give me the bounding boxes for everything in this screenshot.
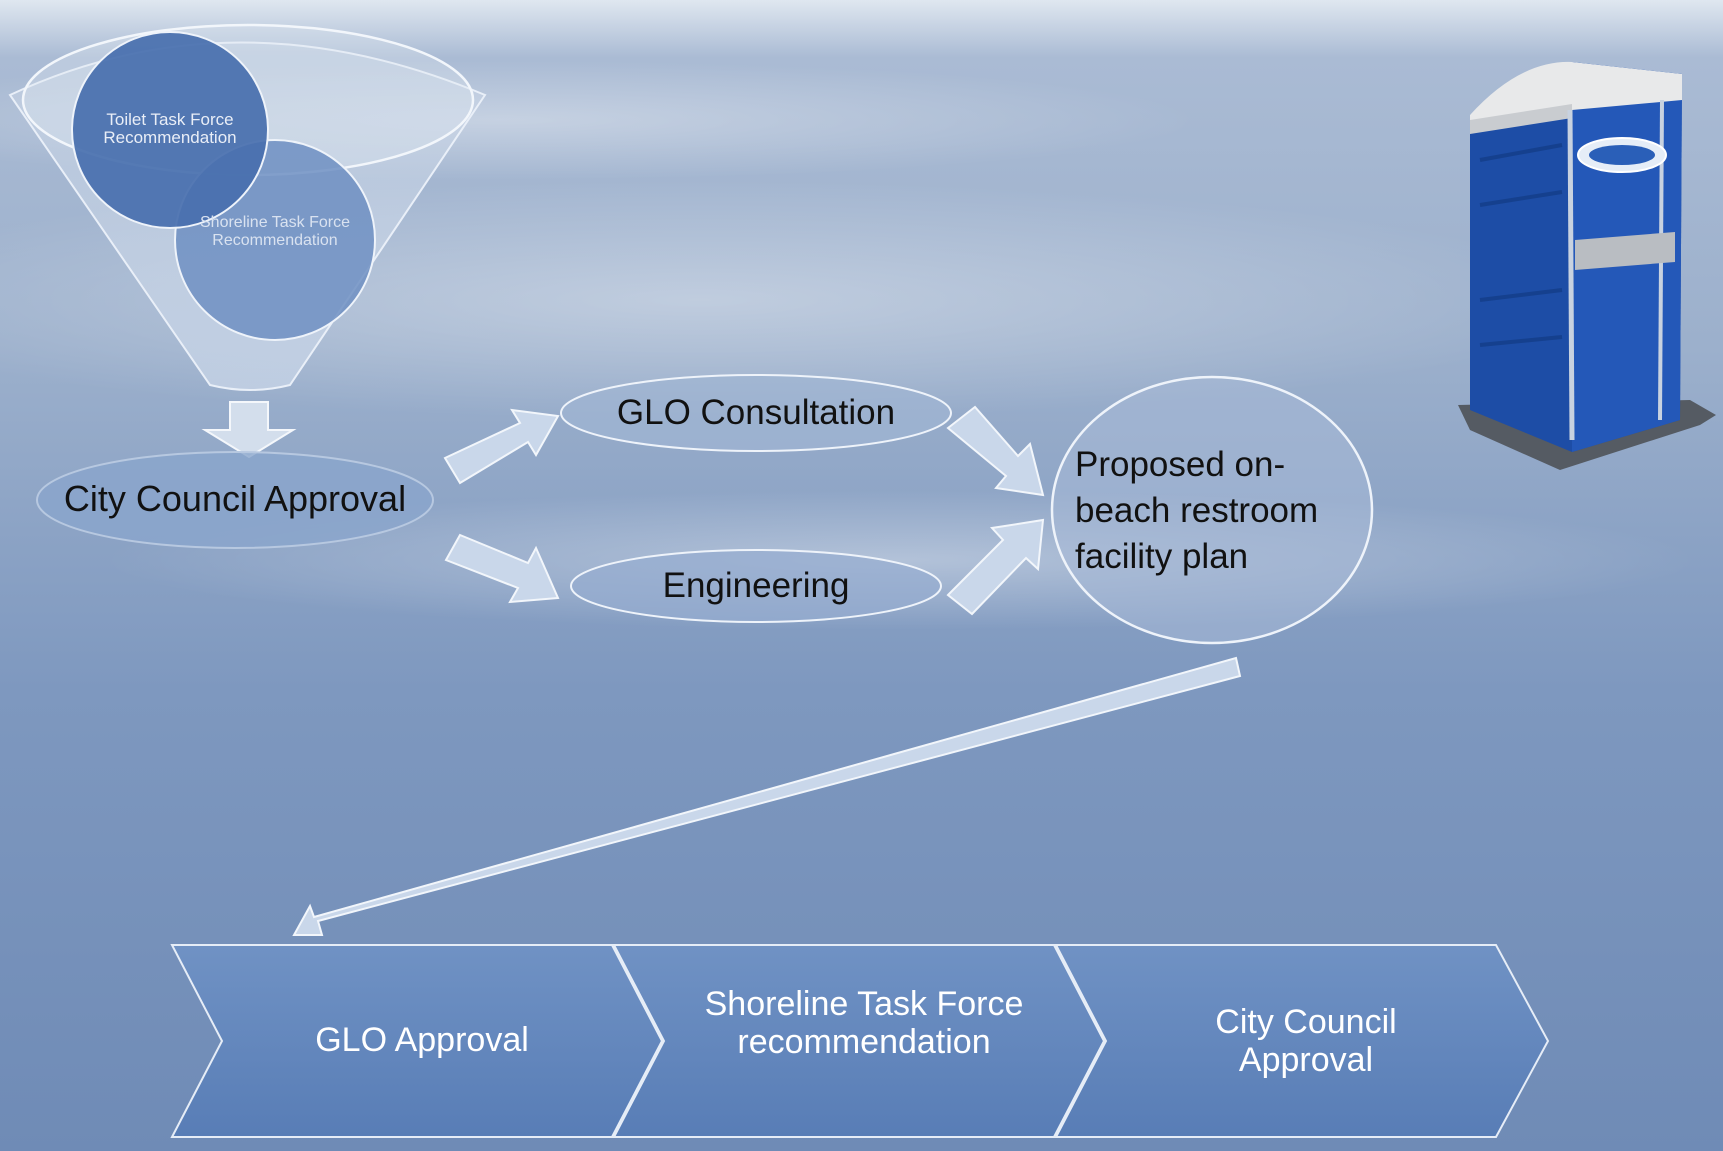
process-step-3-label: City Council Approval — [1215, 1003, 1397, 1079]
engineering-ellipse — [570, 549, 942, 623]
funnel-bottom-label: Shoreline Task Force Recommendation — [200, 214, 350, 249]
proposed-plan-circle — [1050, 375, 1374, 645]
engineering-label: Engineering — [662, 566, 850, 605]
arrow-right-icon — [946, 518, 1045, 616]
background-haze — [0, 180, 1600, 420]
city-council-approval-label: City Council Approval — [63, 478, 407, 519]
arrow-down-icon — [201, 401, 297, 459]
glo-consultation-label: GLO Consultation — [616, 393, 896, 432]
funnel — [8, 23, 487, 391]
proposed-plan-label: Proposed on- beach restroom facility pla… — [1075, 442, 1375, 580]
arrow-right-icon — [443, 408, 560, 485]
arrow-right-icon — [444, 533, 560, 604]
proposed-plan-line-3: facility plan — [1075, 537, 1249, 576]
arrow-right-icon — [946, 405, 1045, 497]
city-council-ellipse — [36, 451, 434, 549]
process-step-3 — [1054, 944, 1550, 1138]
funnel-top-label: Toilet Task Force Recommendation — [103, 110, 237, 147]
funnel-circle-top — [71, 31, 269, 229]
process-step-1 — [170, 944, 664, 1138]
proposed-plan-line-1: Proposed on- — [1075, 445, 1286, 484]
process-step-2 — [612, 944, 1106, 1138]
arrow-long-icon — [292, 656, 1242, 936]
glo-consultation-ellipse — [560, 374, 952, 452]
proposed-plan-line-2: beach restroom — [1075, 491, 1319, 530]
portable-toilet-icon — [1458, 61, 1716, 470]
process-step-1-label: GLO Approval — [315, 1021, 529, 1059]
process-step-2-label: Shoreline Task Force recommendation — [704, 985, 1024, 1061]
process-flow — [170, 944, 1550, 1138]
